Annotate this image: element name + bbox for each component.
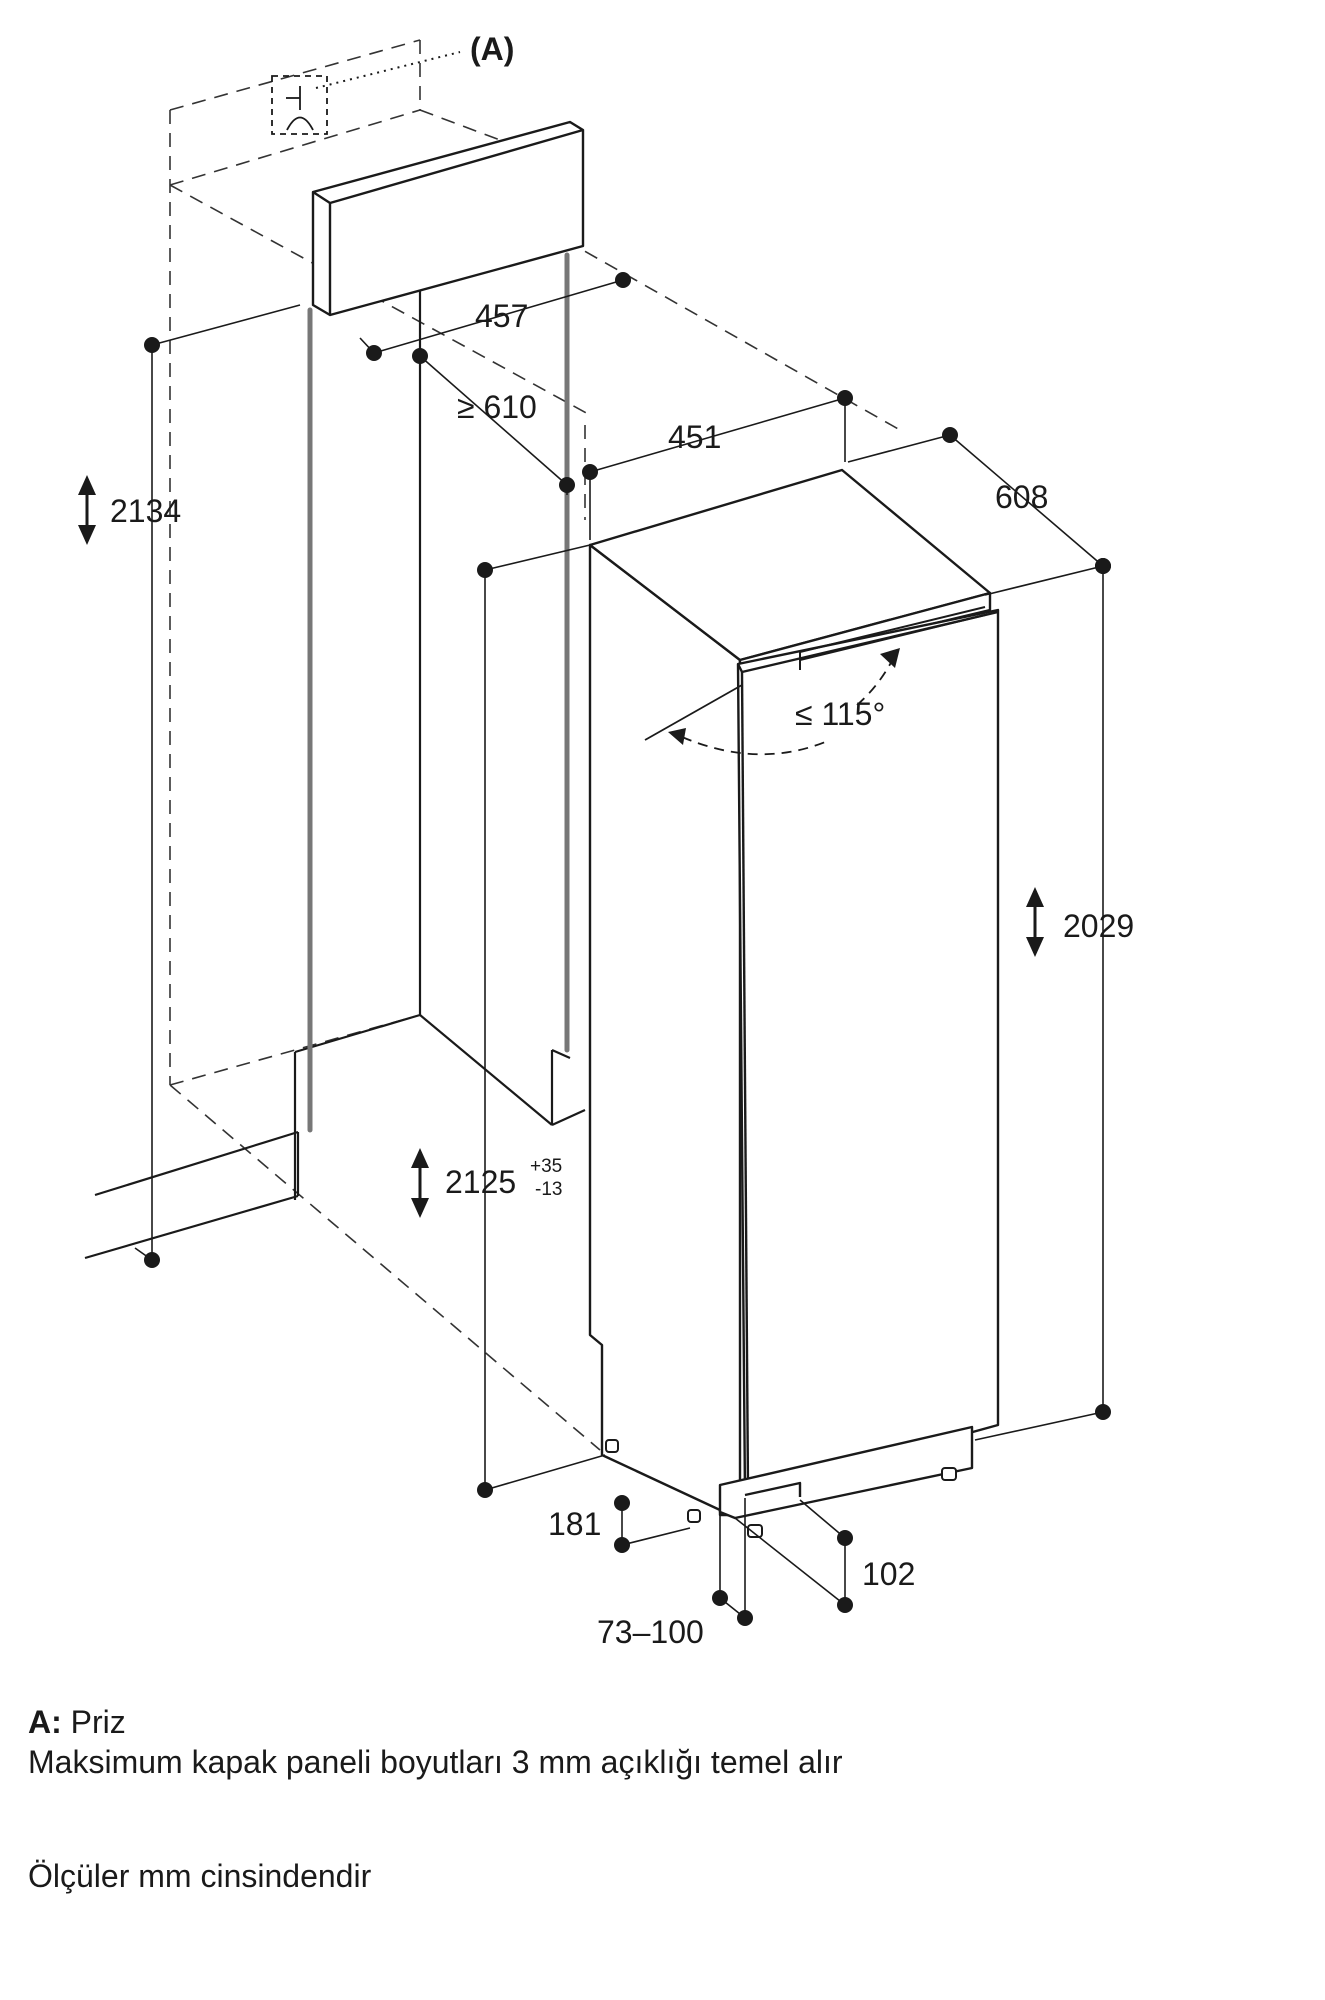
dim-2134: [134, 304, 301, 1261]
appliance-height-label: 2029: [1063, 908, 1134, 944]
dim-610-dots: [412, 348, 575, 493]
appliance-depth-label: 451: [668, 419, 721, 455]
dim-608: [847, 434, 1104, 567]
dim-2125-dots: [411, 562, 493, 1498]
appliance-width-label: 608: [995, 479, 1048, 515]
panel-edges: [307, 252, 570, 1133]
dim-2029: [974, 565, 1104, 1441]
plinth-depth-label: 102: [862, 1556, 915, 1592]
niche-range-label: 2125: [445, 1164, 516, 1200]
top-panel: [311, 120, 585, 317]
niche-range-minus: -13: [535, 1179, 562, 1200]
side-walls: [84, 290, 586, 1260]
dim-2134-dots: [78, 337, 160, 1268]
dim-610: [419, 355, 568, 495]
niche-range-plus: +35: [530, 1156, 562, 1177]
feet: [605, 1439, 957, 1538]
handle: [799, 606, 986, 670]
legend-units: Ölçüler mm cinsindendir: [28, 1858, 372, 1894]
door-angle-label: ≤ 115°: [795, 696, 885, 732]
callout-label: (A): [470, 31, 514, 67]
legend-a-key: A:: [28, 1704, 62, 1740]
legend-note: Maksimum kapak paneli boyutları 3 mm açı…: [28, 1744, 843, 1780]
plinth-range-label: 73–100: [597, 1614, 704, 1650]
niche-height-label: 2134: [110, 493, 181, 529]
min-depth-label: ≥ 610: [457, 389, 537, 425]
dim-457-dots: [366, 272, 631, 361]
dim-451-dots: [582, 390, 853, 480]
installation-diagram: (A): [78, 31, 1134, 1650]
niche-depth-label: 457: [475, 298, 528, 334]
socket-leader: [315, 51, 461, 89]
plinth-height-label: 181: [548, 1506, 601, 1542]
dim-451: [589, 397, 846, 540]
dim-2029-dots: [1026, 558, 1111, 1420]
dim-73-100-dots: [712, 1590, 753, 1626]
legend-a: A: Priz: [28, 1702, 126, 1742]
door-swing-arrows: [668, 648, 900, 745]
dim-102: [734, 1499, 846, 1606]
socket-icon: [271, 75, 328, 135]
legend-a-text: Priz: [70, 1704, 126, 1740]
dim-102-dots: [837, 1530, 853, 1613]
dim-181-dots: [614, 1495, 630, 1553]
dim-181: [621, 1503, 691, 1546]
appliance: [588, 468, 1000, 1520]
dim-2125: [484, 544, 606, 1491]
